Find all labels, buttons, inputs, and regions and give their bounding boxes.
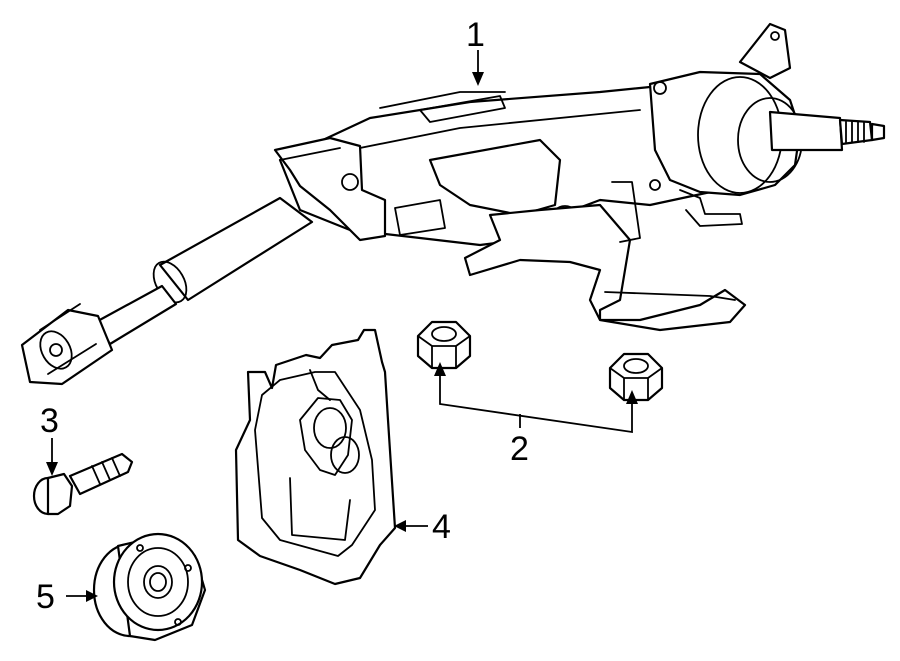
- steering-bearing[interactable]: [92, 532, 207, 642]
- arrowhead-2b: [626, 390, 638, 404]
- arrowhead-2a: [434, 362, 446, 376]
- callout-5: 5: [36, 578, 55, 616]
- callout-3: 3: [40, 402, 59, 440]
- callout-2: 2: [510, 430, 529, 468]
- column-boot-shield[interactable]: [234, 328, 397, 586]
- arrowhead-3: [46, 462, 58, 476]
- arrowhead-4: [394, 520, 406, 532]
- leader-2: [439, 372, 633, 434]
- callout-4: 4: [432, 508, 451, 546]
- callout-1: 1: [466, 16, 485, 54]
- steering-column-assembly[interactable]: [20, 22, 886, 386]
- flange-bolt[interactable]: [32, 452, 134, 516]
- arrowhead-5: [86, 590, 98, 602]
- hex-nut-right[interactable]: [608, 352, 664, 402]
- hex-nut-left[interactable]: [416, 320, 472, 370]
- leader-lines: [46, 50, 638, 602]
- arrowhead-1: [472, 72, 484, 86]
